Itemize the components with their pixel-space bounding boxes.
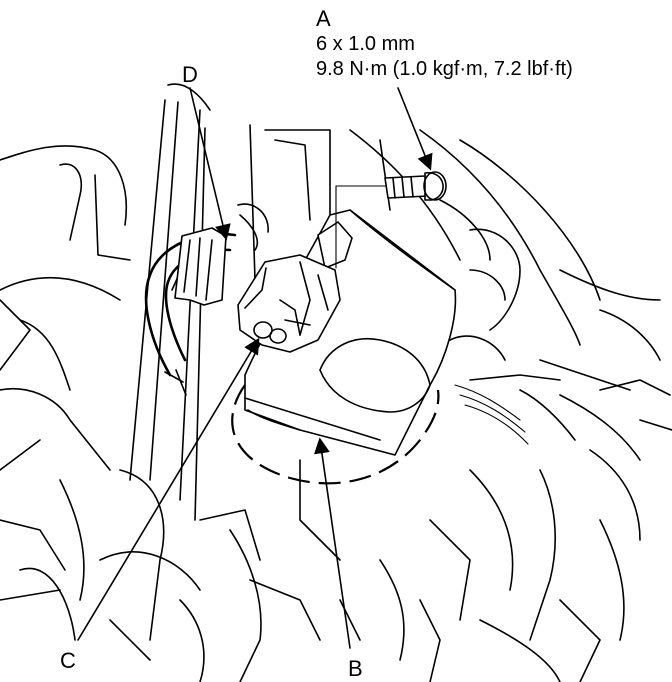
callout-c-label: C	[60, 648, 76, 673]
callout-b-label: B	[348, 656, 363, 681]
bolt-size-spec: 6 x 1.0 mm	[316, 33, 415, 55]
callout-d-label: D	[182, 62, 198, 87]
bolt-a	[335, 171, 447, 269]
plug-hole-outline	[231, 384, 440, 485]
callout-a-label: A	[316, 6, 331, 31]
bolt-torque-spec: 9.8 N·m (1.0 kgf·m, 7.2 lbf·ft)	[316, 58, 573, 80]
ignition-coil	[174, 209, 457, 456]
callout-leaders	[77, 87, 433, 649]
